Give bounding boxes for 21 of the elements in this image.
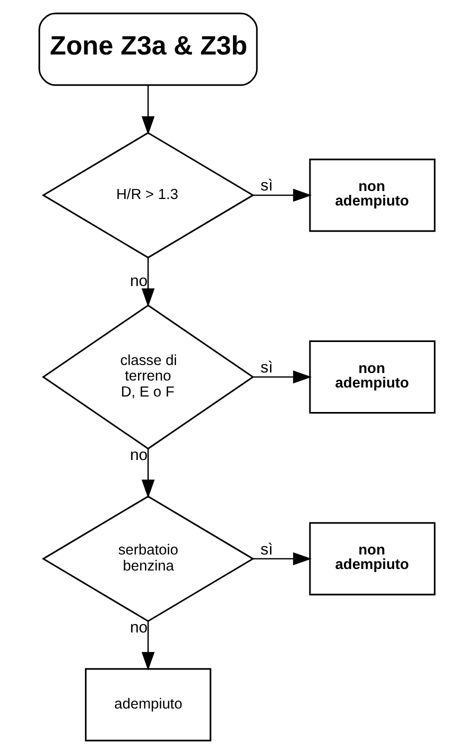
arrow bbox=[252, 188, 312, 202]
edge-label: sì bbox=[260, 359, 272, 376]
node-box: Zone Z3a & Z3b bbox=[38, 12, 258, 86]
arrow bbox=[252, 552, 312, 566]
edge-label: sì bbox=[260, 178, 272, 195]
node-box: non adempiuto bbox=[308, 158, 435, 232]
edge-label: no bbox=[129, 273, 148, 290]
node-diamond: H/R > 1.3 bbox=[41, 132, 254, 259]
arrow bbox=[141, 258, 154, 307]
edge-label: sì bbox=[260, 541, 272, 558]
node-box: non adempiuto bbox=[308, 522, 435, 596]
edge-label: no bbox=[129, 620, 148, 637]
node-box: non adempiuto bbox=[308, 340, 435, 414]
node-diamond: serbatoio benzina bbox=[41, 495, 254, 622]
edge-label: no bbox=[129, 447, 148, 464]
node-diamond: classe di terreno D, E o F bbox=[41, 304, 254, 450]
arrow bbox=[141, 622, 154, 671]
node-box: adempiuto bbox=[84, 668, 211, 742]
arrow bbox=[141, 85, 154, 135]
arrow bbox=[252, 370, 312, 384]
arrow bbox=[141, 448, 154, 498]
